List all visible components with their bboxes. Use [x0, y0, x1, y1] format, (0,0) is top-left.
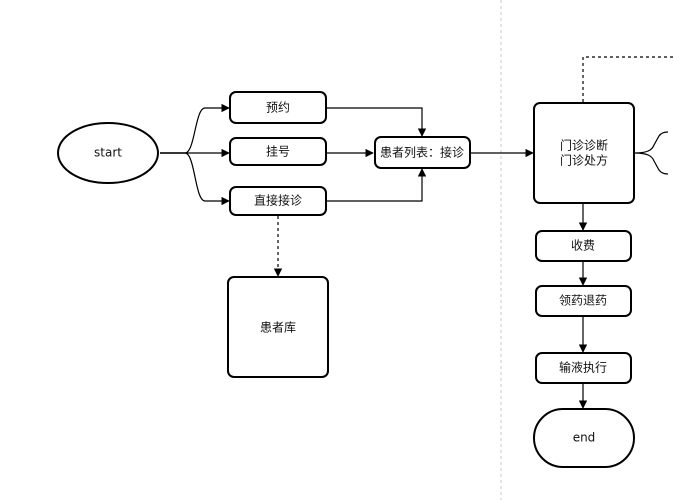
infusion-node[interactable]: 输液执行 [535, 352, 632, 384]
register-node[interactable]: 挂号 [229, 137, 327, 166]
direct-label: 直接接诊 [254, 193, 302, 208]
patient-db-label: 患者库 [260, 320, 296, 335]
edge-reserve-to-list [327, 107, 427, 137]
end-label: end [573, 431, 596, 445]
edge-direct-to-list [327, 168, 427, 202]
medicine-node[interactable]: 领药退药 [535, 285, 632, 317]
diagnosis-label-line1: 门诊诊断 [560, 138, 608, 153]
edge-diagnosis-dashed-out [582, 56, 673, 102]
start-label: start [94, 146, 122, 160]
diagnosis-node[interactable]: 门诊诊断 门诊处方 [533, 102, 635, 204]
patient-db-node[interactable]: 患者库 [227, 276, 329, 378]
register-label: 挂号 [266, 145, 290, 159]
direct-node[interactable]: 直接接诊 [229, 186, 327, 216]
end-node[interactable]: end [533, 408, 635, 468]
reserve-node[interactable]: 预约 [229, 91, 327, 124]
start-node[interactable]: start [57, 122, 159, 184]
charge-node[interactable]: 收费 [535, 230, 632, 262]
reserve-label: 预约 [266, 100, 290, 115]
patient-list-node[interactable]: 患者列表：接诊 [374, 136, 471, 169]
patient-list-label: 患者列表：接诊 [380, 145, 464, 160]
charge-label: 收费 [571, 239, 595, 253]
diagnosis-label-line2: 门诊处方 [560, 153, 608, 168]
brace-right [633, 131, 669, 175]
edge-start-to-direct [160, 152, 230, 206]
medicine-label: 领药退药 [559, 294, 607, 308]
infusion-label: 输液执行 [559, 360, 607, 375]
edge-start-to-reserve [160, 103, 230, 154]
